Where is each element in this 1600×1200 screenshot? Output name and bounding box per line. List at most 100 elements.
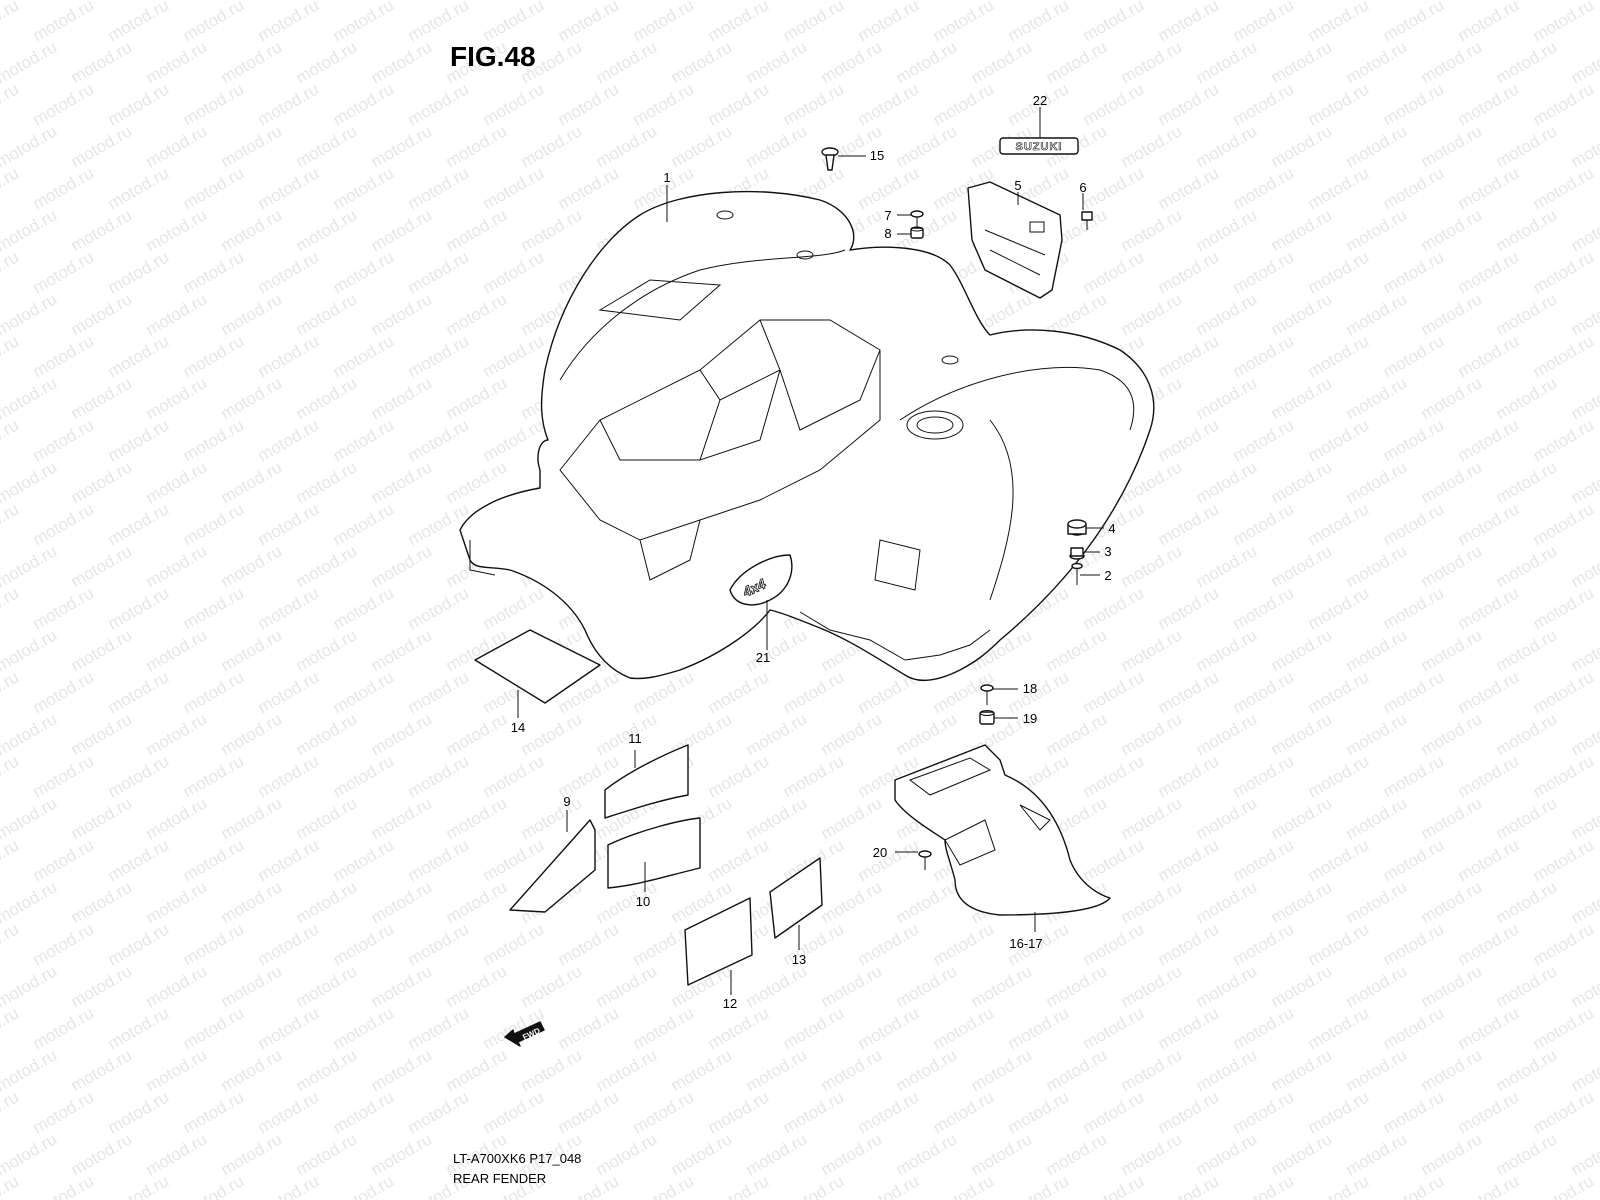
callout-11: 11: [628, 731, 642, 746]
watermark-text: motod.ru: [480, 583, 548, 633]
watermark-text: motod.ru: [180, 0, 248, 45]
watermark-text: motod.ru: [1155, 79, 1223, 129]
watermark-text: motod.ru: [1193, 289, 1261, 339]
label-13: [769, 857, 823, 939]
watermark-text: motod.ru: [1380, 79, 1448, 129]
watermark-text: motod.ru: [1155, 415, 1223, 465]
watermark-text: motod.ru: [255, 751, 323, 801]
watermark-text: motod.ru: [105, 0, 173, 45]
watermark-text: motod.ru: [1155, 667, 1223, 717]
watermark-text: motod.ru: [30, 0, 98, 45]
watermark-text: motod.ru: [368, 1129, 436, 1179]
sticker-14: [474, 629, 601, 704]
watermark-text: motod.ru: [1118, 1129, 1186, 1179]
watermark-text: motod.ru: [368, 1045, 436, 1095]
watermark-text: motod.ru: [1118, 121, 1186, 171]
cushion-4: [1067, 519, 1087, 536]
watermark-text: motod.ru: [855, 163, 923, 213]
watermark-text: motod.ru: [1268, 1129, 1336, 1179]
watermark-text: motod.ru: [218, 457, 286, 507]
watermark-text: motod.ru: [668, 1129, 736, 1179]
watermark-text: motod.ru: [930, 1171, 998, 1200]
watermark-text: motod.ru: [1268, 1045, 1336, 1095]
watermark-text: motod.ru: [255, 163, 323, 213]
watermark-text: motod.ru: [705, 1171, 773, 1200]
watermark-text: motod.ru: [1118, 289, 1186, 339]
watermark-text: motod.ru: [1530, 1087, 1598, 1137]
watermark-text: motod.ru: [1380, 1171, 1448, 1200]
watermark-text: motod.ru: [1455, 1087, 1523, 1137]
watermark-text: motod.ru: [330, 1003, 398, 1053]
watermark-text: motod.ru: [180, 835, 248, 885]
mud-guard-16-17: [894, 744, 1111, 916]
watermark-text: motod.ru: [1568, 541, 1600, 591]
watermark-text: motod.ru: [293, 1045, 361, 1095]
watermark-text: motod.ru: [1193, 37, 1261, 87]
watermark-text: motod.ru: [1230, 1087, 1298, 1137]
watermark-text: motod.ru: [30, 331, 98, 381]
watermark-text: motod.ru: [893, 1045, 961, 1095]
watermark-text: motod.ru: [68, 121, 136, 171]
watermark-text: motod.ru: [180, 79, 248, 129]
watermark-text: motod.ru: [1155, 835, 1223, 885]
watermark-text: motod.ru: [68, 541, 136, 591]
watermark-text: motod.ru: [293, 1129, 361, 1179]
watermark-text: motod.ru: [293, 709, 361, 759]
watermark-text: motod.ru: [1568, 121, 1600, 171]
watermark-text: motod.ru: [405, 583, 473, 633]
washer-3: [1069, 547, 1085, 560]
watermark-text: motod.ru: [518, 961, 586, 1011]
watermark-text: motod.ru: [1455, 415, 1523, 465]
watermark-text: motod.ru: [1230, 0, 1298, 45]
watermark-text: motod.ru: [30, 415, 98, 465]
watermark-text: motod.ru: [555, 163, 623, 213]
watermark-text: motod.ru: [405, 0, 473, 45]
watermark-text: motod.ru: [1530, 583, 1598, 633]
watermark-text: motod.ru: [1043, 625, 1111, 675]
watermark-text: motod.ru: [818, 793, 886, 843]
watermark-text: motod.ru: [780, 1087, 848, 1137]
watermark-text: motod.ru: [105, 667, 173, 717]
watermark-text: motod.ru: [68, 457, 136, 507]
watermark-text: motod.ru: [180, 919, 248, 969]
watermark-text: motod.ru: [0, 625, 60, 675]
watermark-text: motod.ru: [743, 625, 811, 675]
watermark-text: motod.ru: [30, 751, 98, 801]
watermark-text: motod.ru: [1418, 457, 1486, 507]
watermark-text: motod.ru: [1005, 1087, 1073, 1137]
watermark-text: motod.ru: [68, 709, 136, 759]
callout-5: 5: [1014, 178, 1021, 193]
watermark-text: motod.ru: [68, 1045, 136, 1095]
watermark-text: motod.ru: [255, 1171, 323, 1200]
watermark-text: motod.ru: [818, 877, 886, 927]
watermark-text: motod.ru: [330, 0, 398, 45]
watermark-text: motod.ru: [1230, 919, 1298, 969]
watermark-text: motod.ru: [255, 667, 323, 717]
watermark-text: motod.ru: [1193, 625, 1261, 675]
watermark-text: motod.ru: [218, 961, 286, 1011]
watermark-text: motod.ru: [818, 709, 886, 759]
watermark-text: motod.ru: [1268, 289, 1336, 339]
watermark-text: motod.ru: [1193, 1129, 1261, 1179]
watermark-text: motod.ru: [1455, 79, 1523, 129]
watermark-text: motod.ru: [330, 415, 398, 465]
watermark-text: motod.ru: [1305, 247, 1373, 297]
watermark-text: motod.ru: [1343, 121, 1411, 171]
watermark-text: motod.ru: [705, 1087, 773, 1137]
watermark-text: motod.ru: [1530, 79, 1598, 129]
watermark-text: motod.ru: [630, 0, 698, 45]
watermark-text: motod.ru: [368, 961, 436, 1011]
suzuki-badge: SUZUKI: [999, 137, 1079, 155]
callout-3: 3: [1104, 544, 1111, 559]
watermark-text: motod.ru: [405, 1087, 473, 1137]
watermark-text: motod.ru: [143, 121, 211, 171]
watermark-text: motod.ru: [1493, 877, 1561, 927]
watermark-text: motod.ru: [330, 331, 398, 381]
watermark-text: motod.ru: [780, 1171, 848, 1200]
watermark-text: motod.ru: [293, 457, 361, 507]
watermark-text: motod.ru: [405, 79, 473, 129]
watermark-text: motod.ru: [1493, 373, 1561, 423]
watermark-text: motod.ru: [780, 0, 848, 45]
watermark-text: motod.ru: [1193, 961, 1261, 1011]
